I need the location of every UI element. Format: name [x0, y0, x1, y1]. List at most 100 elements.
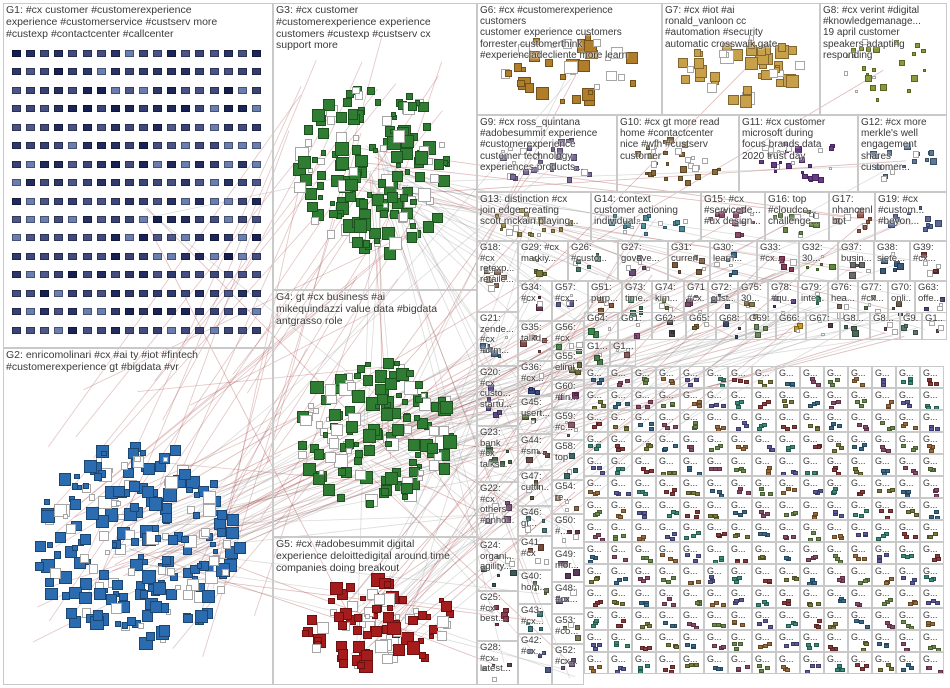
network-node — [351, 145, 362, 155]
network-node — [768, 68, 778, 78]
small-group-label: G... — [611, 566, 626, 576]
network-node — [124, 86, 134, 94]
network-node — [741, 206, 747, 212]
group-label: G47: cuttin... — [521, 472, 549, 493]
network-node — [754, 324, 760, 330]
network-node — [331, 424, 344, 437]
small-group-label: G... — [731, 522, 746, 532]
network-node — [124, 105, 134, 113]
network-node — [222, 540, 232, 549]
group-panel-g61: G61: — [618, 312, 652, 340]
network-node — [617, 73, 625, 81]
small-group-label: G... — [755, 456, 770, 466]
network-node — [374, 370, 388, 383]
network-node — [251, 271, 261, 279]
network-node — [26, 50, 36, 57]
network-node — [576, 341, 583, 349]
network-node — [831, 489, 837, 494]
edge — [113, 69, 884, 527]
network-node — [739, 622, 745, 627]
network-node — [304, 139, 312, 147]
small-group-label: G... — [827, 456, 842, 466]
network-node — [237, 252, 247, 260]
network-node — [808, 163, 813, 168]
small-group-label: G... — [851, 412, 866, 422]
network-node — [209, 179, 219, 187]
small-group-label: G... — [635, 654, 650, 664]
network-node — [529, 50, 541, 63]
network-node — [659, 303, 665, 309]
network-node — [733, 599, 739, 604]
network-node — [167, 160, 177, 168]
network-node — [573, 569, 581, 576]
network-node — [181, 289, 191, 297]
group-panel-g45: G45: usert... — [518, 396, 552, 434]
network-node — [830, 401, 836, 406]
network-node — [181, 197, 191, 205]
small-group-label: G... — [779, 610, 794, 620]
edge — [382, 183, 888, 335]
group-label: G14: context customer actioning individu… — [594, 194, 678, 228]
network-node — [650, 170, 657, 176]
network-node — [648, 426, 654, 431]
small-group-label: G... — [827, 478, 842, 488]
network-node — [165, 588, 177, 601]
group-label: G22: #cx others #onho... — [480, 484, 515, 526]
network-node — [73, 473, 80, 480]
network-node — [517, 79, 525, 88]
small-group-tile: G... — [584, 498, 608, 520]
group-panel-g93: G1... — [610, 340, 636, 366]
small-group-label: G... — [587, 588, 602, 598]
network-node — [40, 86, 50, 94]
small-group-tile: G... — [752, 432, 776, 454]
group-label: G35: talkd... — [521, 323, 549, 344]
group-label: G37: busin... — [841, 243, 871, 264]
small-group-label: G... — [707, 368, 722, 378]
network-node — [153, 50, 163, 57]
small-group-label: G... — [923, 412, 938, 422]
network-node — [110, 123, 120, 131]
small-group-tile: G... — [656, 498, 680, 520]
network-node — [911, 159, 917, 165]
network-node — [637, 537, 643, 541]
network-node — [601, 404, 607, 409]
network-node — [519, 207, 525, 214]
small-group-tile: G... — [800, 498, 824, 520]
edge — [398, 335, 710, 605]
small-group-tile: G... — [608, 476, 632, 498]
small-group-tile: G... — [920, 476, 944, 498]
network-node — [650, 161, 658, 168]
network-node — [732, 269, 738, 276]
network-node — [913, 512, 919, 517]
network-node — [429, 174, 440, 184]
small-group-tile: G... — [704, 630, 728, 652]
network-node — [828, 166, 832, 171]
group-panel-g60: G60: #fin... — [552, 380, 584, 410]
network-node — [784, 513, 790, 518]
network-node — [732, 534, 738, 539]
network-node — [555, 156, 560, 161]
small-group-label: G... — [923, 456, 938, 466]
network-node — [298, 450, 307, 460]
network-node — [110, 308, 120, 316]
network-node — [691, 643, 697, 648]
network-node — [535, 485, 541, 490]
edge — [371, 180, 559, 435]
small-group-tile: G... — [920, 564, 944, 586]
network-node — [337, 648, 349, 660]
network-node — [605, 55, 611, 62]
small-group-label: G... — [611, 434, 626, 444]
network-node — [759, 509, 765, 514]
network-node — [934, 553, 940, 558]
network-node — [526, 487, 532, 493]
network-node — [712, 467, 718, 472]
small-group-tile: G... — [848, 454, 872, 476]
network-node — [724, 304, 730, 310]
small-group-tile: G... — [608, 432, 632, 454]
network-node — [907, 404, 913, 409]
network-node — [555, 302, 562, 308]
network-node — [813, 221, 820, 229]
network-node — [417, 418, 429, 430]
small-group-label: G... — [755, 434, 770, 444]
